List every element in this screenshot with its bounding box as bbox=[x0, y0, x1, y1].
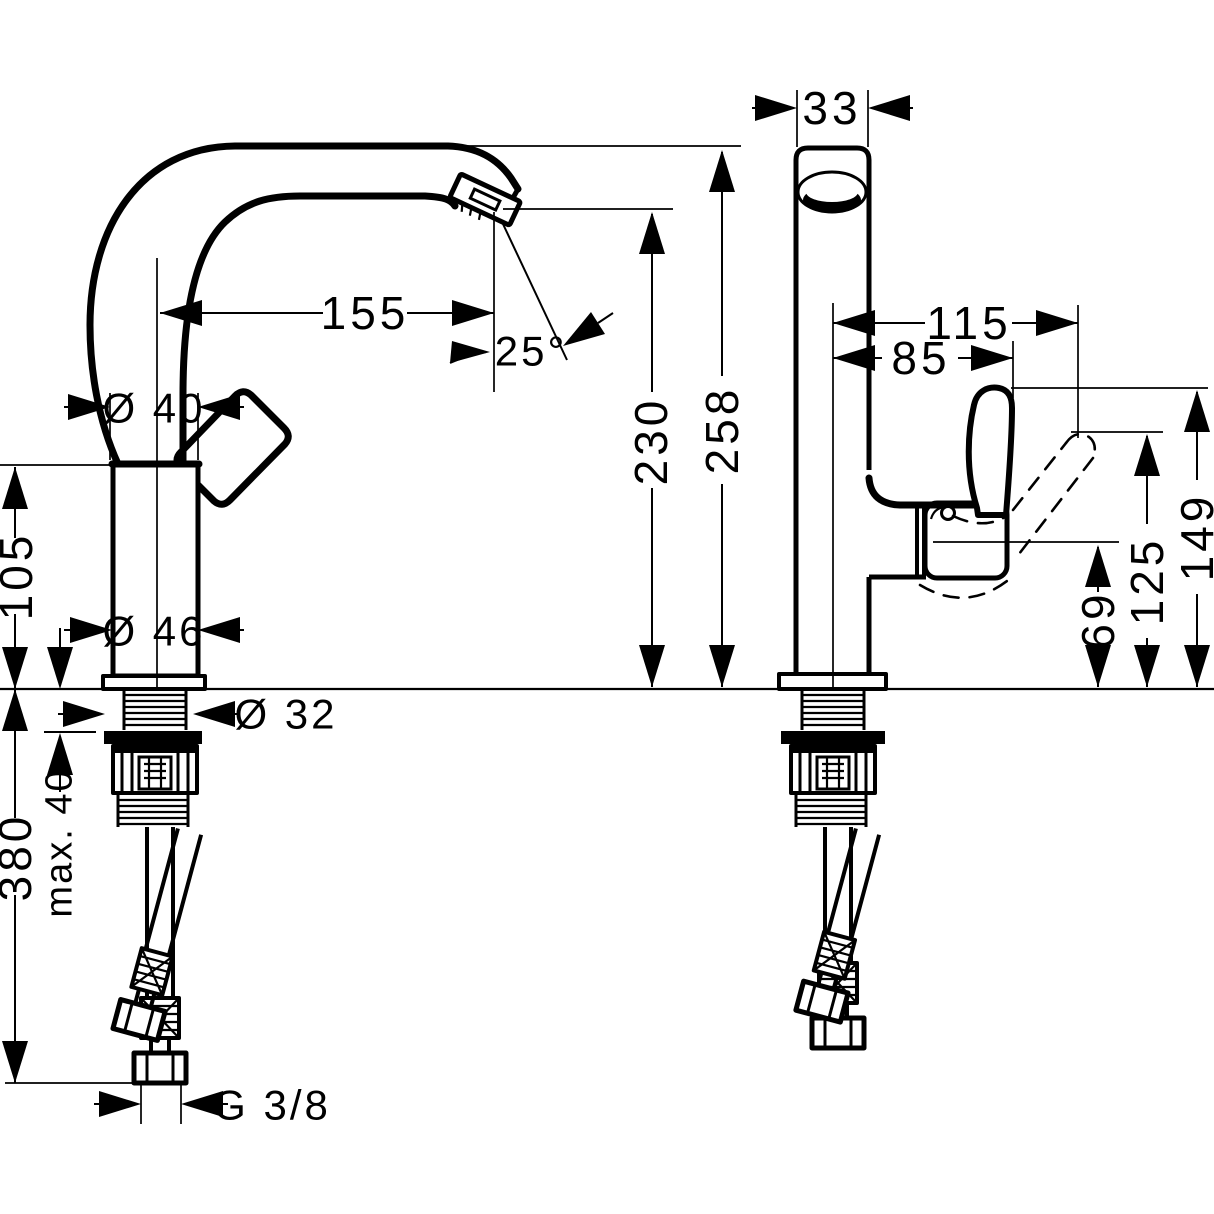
side-hose-diagonal bbox=[110, 828, 204, 1043]
front-handle-raised-dashed bbox=[918, 432, 1097, 600]
front-spout-mouth-inner bbox=[806, 182, 858, 202]
front-hose-diagonal bbox=[793, 828, 882, 1025]
dim-spout-angle-label: 25° bbox=[495, 328, 568, 375]
dimensions: 155 25° Ø 40 105 bbox=[0, 82, 1214, 1129]
dim-spout-tube-width: 33 bbox=[752, 82, 913, 147]
side-base-flange bbox=[101, 674, 207, 691]
front-seal-washer bbox=[781, 731, 885, 744]
side-seal-washer bbox=[104, 731, 202, 744]
side-body bbox=[110, 460, 201, 679]
dim-handle-base-height-label: 69 bbox=[1072, 590, 1124, 649]
dim-max-deck-thickness-label: max. 40 bbox=[38, 768, 80, 917]
front-handle-blade bbox=[965, 384, 1015, 518]
dim-handle-reach-raised-label: 115 bbox=[926, 297, 1011, 349]
dim-body-height-label: 105 bbox=[0, 532, 42, 621]
dim-handle-raised-height: 125 bbox=[1071, 431, 1173, 687]
front-handle-arm bbox=[865, 474, 982, 509]
dim-spout-tube-width-label: 33 bbox=[802, 82, 861, 134]
dim-outlet-height: 230 bbox=[503, 208, 677, 687]
front-body-outline bbox=[793, 145, 872, 677]
dim-outlet-height-label: 230 bbox=[625, 397, 677, 486]
dim-hole-diameter: Ø 32 bbox=[58, 691, 337, 738]
dim-thread-label: G 3/8 bbox=[213, 1082, 331, 1129]
aerator bbox=[447, 172, 523, 228]
dim-body-diameter-label: Ø 46 bbox=[102, 608, 205, 655]
side-spout-outer-curve bbox=[86, 142, 522, 468]
dim-hose-length: 380 bbox=[0, 689, 134, 1084]
dim-body-diameter: Ø 46 bbox=[64, 608, 244, 655]
dim-hole-diameter-label: Ø 32 bbox=[234, 691, 337, 738]
dim-spout-reach-label: 155 bbox=[321, 287, 410, 339]
dim-hose-length-label: 380 bbox=[0, 813, 41, 902]
front-set-screw-detail bbox=[929, 505, 946, 520]
front-view bbox=[777, 145, 1097, 1051]
dim-handle-top-height-label: 149 bbox=[1171, 493, 1214, 582]
dim-handle-top-height: 149 bbox=[1011, 387, 1214, 687]
dim-handle-reach-label: 85 bbox=[891, 332, 950, 384]
dim-handle-reach: 85 bbox=[833, 332, 1014, 398]
side-threaded-shank bbox=[104, 691, 202, 827]
front-pivot-joint-lines bbox=[915, 505, 926, 577]
dim-handle-raised-height-label: 125 bbox=[1121, 537, 1173, 626]
front-set-screw bbox=[940, 505, 956, 521]
dim-spout-reach: 155 bbox=[160, 212, 495, 392]
dim-body-height: 105 bbox=[0, 464, 113, 689]
dim-thread: G 3/8 bbox=[94, 1082, 331, 1129]
side-view bbox=[86, 142, 523, 1086]
dim-max-deck-thickness: max. 40 bbox=[38, 628, 96, 918]
dim-handle-base-height: 69 bbox=[933, 541, 1124, 687]
dim-column-diameter: Ø 40 bbox=[64, 385, 244, 460]
dim-column-diameter-label: Ø 40 bbox=[102, 385, 205, 432]
front-threaded-shank bbox=[781, 691, 885, 827]
dim-handle-reach-raised: 115 bbox=[833, 297, 1079, 438]
side-hose-nut bbox=[131, 1050, 189, 1086]
dim-overall-height-label: 258 bbox=[696, 386, 748, 475]
dim-spout-angle: 25° bbox=[449, 223, 614, 375]
dim-overall-height: 258 bbox=[448, 145, 748, 687]
